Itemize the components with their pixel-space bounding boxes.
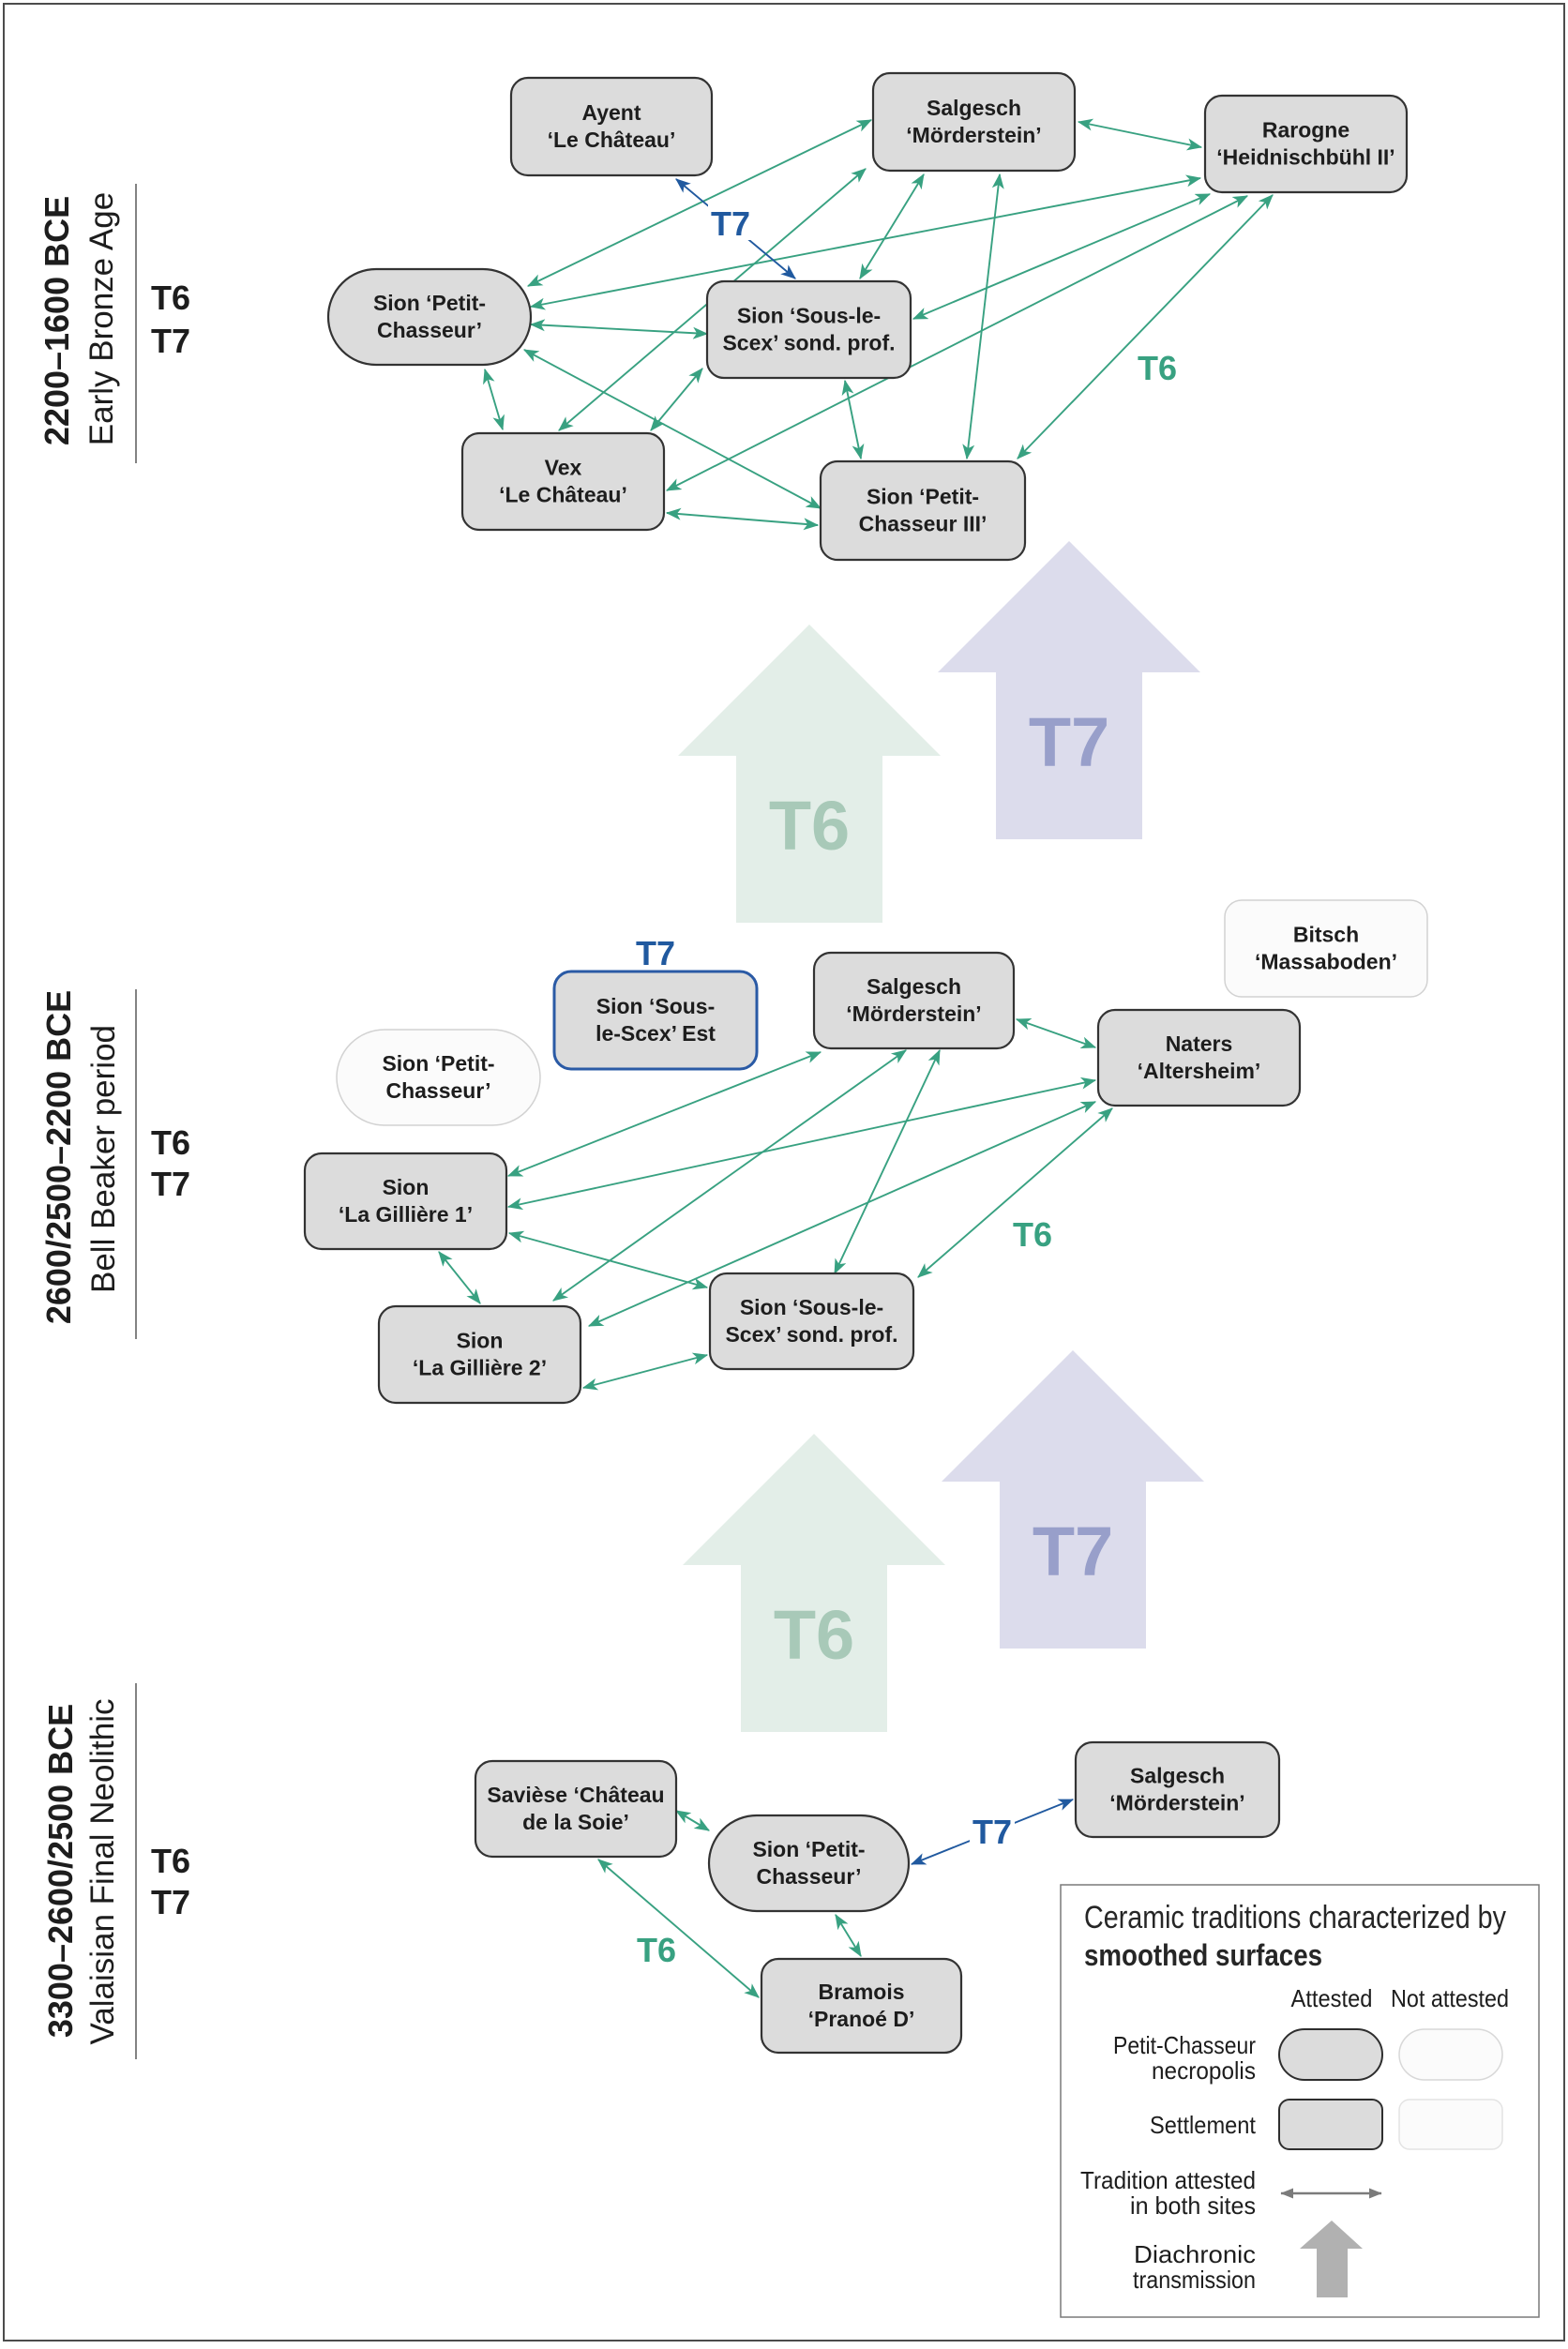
svg-text:T7: T7: [1029, 703, 1109, 781]
svg-text:‘Le Château’: ‘Le Château’: [548, 128, 676, 152]
svg-text:Sion ‘Petit-: Sion ‘Petit-: [752, 1837, 865, 1861]
svg-text:T6: T6: [1013, 1215, 1052, 1254]
svg-text:necropolis: necropolis: [1152, 2056, 1256, 2085]
svg-text:Chasseur III’: Chasseur III’: [859, 512, 988, 536]
svg-text:Naters: Naters: [1166, 1031, 1233, 1056]
svg-text:T7: T7: [151, 1165, 190, 1203]
svg-text:Sion: Sion: [383, 1175, 430, 1199]
svg-text:T7: T7: [972, 1813, 1012, 1851]
svg-text:T6: T6: [1138, 349, 1177, 387]
svg-text:‘La Gillière 1’: ‘La Gillière 1’: [339, 1202, 473, 1227]
svg-text:‘Pranoé D’: ‘Pranoé D’: [808, 2007, 915, 2031]
svg-text:Tradition attested: Tradition attested: [1080, 2166, 1256, 2194]
svg-text:Sion ‘Sous-le-: Sion ‘Sous-le-: [737, 304, 881, 328]
svg-text:T6: T6: [774, 1596, 854, 1674]
svg-text:Sion ‘Petit-: Sion ‘Petit-: [867, 485, 979, 509]
svg-text:Ayent: Ayent: [581, 100, 641, 125]
svg-text:T6: T6: [151, 1123, 190, 1162]
svg-text:Scex’ sond. prof.: Scex’ sond. prof.: [722, 331, 895, 355]
svg-text:Sion: Sion: [457, 1329, 504, 1353]
svg-text:Chasseur’: Chasseur’: [385, 1078, 490, 1103]
svg-text:Bitsch: Bitsch: [1293, 923, 1359, 947]
svg-text:smoothed surfaces: smoothed surfaces: [1084, 1938, 1322, 1972]
svg-text:T6: T6: [769, 787, 850, 865]
svg-text:T7: T7: [636, 934, 675, 972]
svg-text:Bell Beaker period: Bell Beaker period: [85, 1025, 122, 1293]
svg-text:‘Massaboden’: ‘Massaboden’: [1255, 950, 1397, 974]
svg-text:Salgesch: Salgesch: [927, 96, 1021, 120]
svg-text:Ceramic traditions characteriz: Ceramic traditions characterized by: [1084, 1900, 1506, 1935]
svg-text:in both sites: in both sites: [1130, 2191, 1256, 2220]
svg-text:Diachronic: Diachronic: [1134, 2240, 1256, 2268]
svg-text:Sion ‘Petit-: Sion ‘Petit-: [382, 1051, 494, 1076]
svg-text:T6: T6: [151, 1842, 190, 1880]
svg-text:‘Altersheim’: ‘Altersheim’: [1138, 1059, 1261, 1083]
svg-text:Chasseur’: Chasseur’: [756, 1864, 861, 1889]
svg-text:Scex’ sond. prof.: Scex’ sond. prof.: [725, 1322, 897, 1347]
svg-text:Sion ‘Petit-: Sion ‘Petit-: [373, 291, 486, 315]
svg-text:Bramois: Bramois: [818, 1980, 904, 2004]
svg-text:Settlement: Settlement: [1150, 2111, 1257, 2139]
svg-text:T7: T7: [711, 204, 750, 243]
svg-text:Salgesch: Salgesch: [1130, 1764, 1225, 1788]
svg-text:T7: T7: [151, 322, 190, 360]
svg-text:‘Mörderstein’: ‘Mörderstein’: [906, 123, 1041, 147]
svg-text:T7: T7: [151, 1883, 190, 1921]
svg-text:Chasseur’: Chasseur’: [377, 318, 482, 342]
svg-text:Sion ‘Sous-le-: Sion ‘Sous-le-: [740, 1295, 883, 1319]
svg-text:Petit-Chasseur: Petit-Chasseur: [1113, 2031, 1256, 2059]
svg-text:Attested: Attested: [1291, 1984, 1373, 2012]
svg-text:Vex: Vex: [545, 456, 582, 480]
svg-text:de la Soie’: de la Soie’: [522, 1810, 629, 1834]
svg-text:transmission: transmission: [1133, 2266, 1256, 2294]
svg-text:‘Mörderstein’: ‘Mörderstein’: [846, 1001, 981, 1026]
svg-text:Salgesch: Salgesch: [867, 974, 961, 999]
svg-text:T6: T6: [637, 1931, 676, 1969]
svg-text:T6: T6: [151, 279, 190, 317]
svg-text:Early Bronze Age: Early Bronze Age: [83, 192, 120, 445]
svg-text:‘La Gillière 2’: ‘La Gillière 2’: [413, 1356, 547, 1380]
svg-text:Sion ‘Sous-: Sion ‘Sous-: [596, 994, 716, 1018]
svg-text:T7: T7: [1033, 1513, 1113, 1590]
svg-text:le-Scex’ Est: le-Scex’ Est: [596, 1021, 716, 1046]
svg-text:‘Heidnischbühl II’: ‘Heidnischbühl II’: [1216, 145, 1395, 170]
svg-text:Not attested: Not attested: [1391, 1984, 1509, 2012]
svg-text:‘Mörderstein’: ‘Mörderstein’: [1109, 1791, 1244, 1815]
svg-text:3300–2600/2500 BCE: 3300–2600/2500 BCE: [41, 1704, 80, 2038]
svg-text:Savièse ‘Château: Savièse ‘Château: [487, 1783, 664, 1807]
svg-text:Rarogne: Rarogne: [1262, 118, 1349, 143]
svg-text:Valaisian Final Neolithic: Valaisian Final Neolithic: [84, 1699, 121, 2045]
svg-text:2200–1600 BCE: 2200–1600 BCE: [38, 196, 76, 445]
svg-text:2600/2500–2200 BCE: 2600/2500–2200 BCE: [39, 990, 78, 1324]
svg-text:‘Le Château’: ‘Le Château’: [499, 483, 627, 507]
